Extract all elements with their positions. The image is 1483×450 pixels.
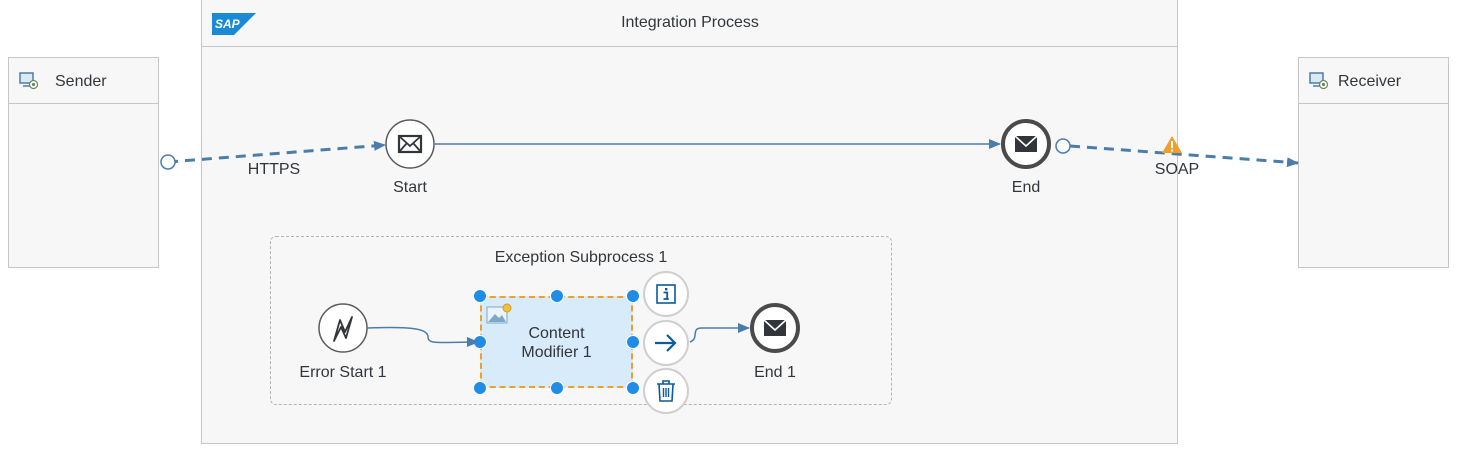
lightning-icon (333, 316, 353, 342)
sender-participant[interactable]: Sender (8, 57, 159, 268)
message-flow-soap[interactable] (1055, 138, 1299, 168)
resize-handle-bottom-left[interactable] (473, 381, 487, 395)
resize-handle-bottom[interactable] (550, 381, 564, 395)
envelope-icon (1014, 135, 1038, 152)
envelope-icon (763, 319, 787, 336)
exception-subprocess[interactable]: Exception Subprocess 1 (270, 236, 892, 405)
info-button[interactable] (643, 271, 689, 317)
content-modifier-label-line1: Content (528, 325, 585, 342)
sequence-flow-task-end1[interactable] (689, 323, 750, 343)
error-start-label: Error Start 1 (299, 364, 387, 381)
end1-event[interactable] (750, 303, 800, 353)
integration-process-pool[interactable]: SAP Integration Process (201, 0, 1178, 444)
end1-label: End 1 (754, 364, 796, 381)
svg-text:SAP: SAP (215, 17, 241, 31)
https-label: HTTPS (247, 161, 301, 178)
image-icon (486, 303, 512, 324)
message-flow-https[interactable] (160, 140, 386, 170)
sequence-flow-error-task[interactable] (366, 326, 479, 348)
receiver-label: Receiver (1338, 73, 1402, 90)
connect-button[interactable] (643, 320, 689, 366)
integration-process-header: SAP Integration Process (202, 0, 1177, 47)
participant-icon (19, 72, 39, 90)
envelope-icon (397, 134, 423, 154)
resize-handle-bottom-right[interactable] (626, 381, 640, 395)
end-event[interactable] (1001, 119, 1051, 169)
resize-handle-top-right[interactable] (626, 289, 640, 303)
participant-icon (1309, 72, 1329, 90)
trash-icon (657, 380, 675, 402)
delete-button[interactable] (643, 368, 689, 414)
content-modifier-label-line2: Modifier 1 (521, 344, 592, 361)
info-icon (656, 284, 676, 304)
soap-label: SOAP (1154, 161, 1200, 178)
sender-label: Sender (55, 73, 107, 90)
integration-process-title: Integration Process (621, 14, 759, 31)
exception-subprocess-title: Exception Subprocess 1 (494, 249, 668, 266)
warning-icon[interactable] (1162, 136, 1182, 153)
resize-handle-top[interactable] (550, 289, 564, 303)
content-modifier-label: Content Modifier 1 (482, 324, 631, 362)
resize-handle-right[interactable] (626, 335, 640, 349)
sap-logo: SAP (212, 13, 256, 35)
arrow-right-icon (655, 334, 677, 352)
start-label: Start (393, 179, 427, 196)
sender-header: Sender (9, 58, 158, 104)
start-event[interactable] (385, 119, 435, 169)
receiver-participant[interactable]: Receiver (1298, 57, 1449, 268)
receiver-header: Receiver (1299, 58, 1448, 104)
error-start-event[interactable] (318, 303, 368, 353)
resize-handle-top-left[interactable] (473, 289, 487, 303)
end-label: End (1011, 179, 1041, 196)
